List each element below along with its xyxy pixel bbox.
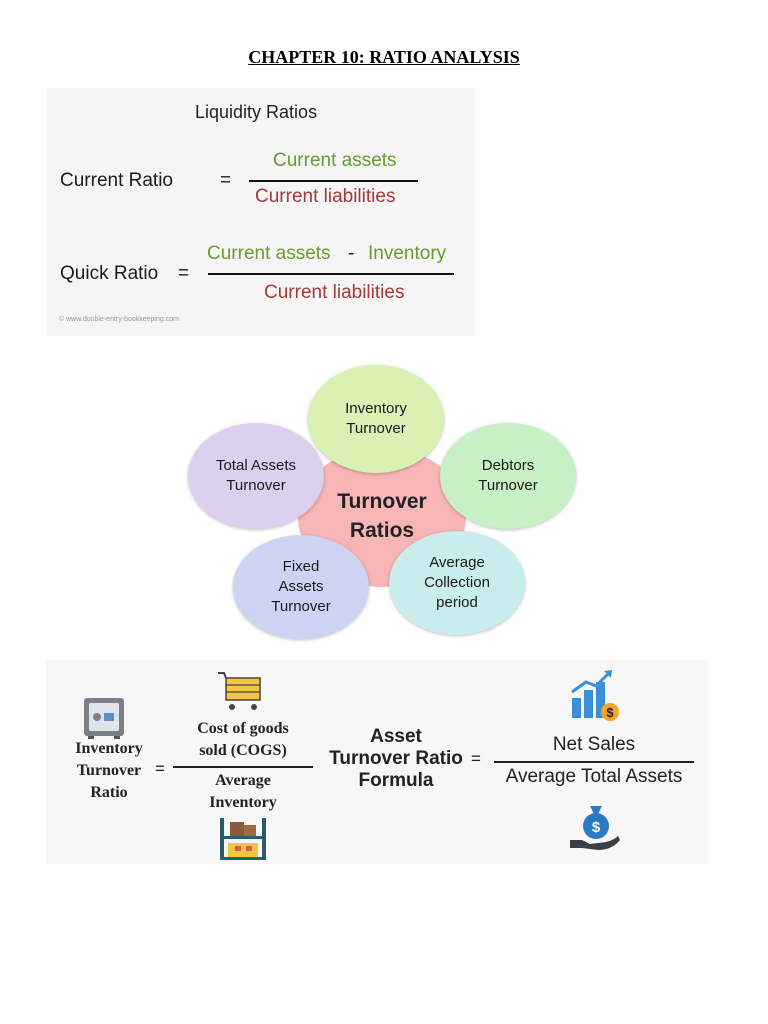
quick-ratio-denominator: Current liabilities bbox=[264, 282, 405, 303]
inventory-turnover-denominator: Average Inventory bbox=[209, 772, 277, 811]
quick-ratio-fraction-bar bbox=[208, 273, 454, 275]
quick-ratio-minus: - bbox=[348, 243, 355, 264]
turnover-formulas-panel: Inventory Turnover Ratio = Cost of goods… bbox=[46, 660, 708, 864]
quick-ratio-equals: = bbox=[178, 263, 190, 284]
inventory-turnover-label: Inventory Turnover Ratio bbox=[75, 740, 143, 801]
page-title: CHAPTER 10: RATIO ANALYSIS bbox=[248, 47, 520, 67]
current-ratio-numerator: Current assets bbox=[273, 150, 397, 171]
quick-ratio-label: Quick Ratio bbox=[60, 263, 159, 284]
growth-chart-icon: $ bbox=[571, 670, 619, 721]
inventory-turnover-numerator: Cost of goods sold (COGS) bbox=[197, 720, 289, 759]
center-label: Turnover Ratios bbox=[337, 490, 427, 542]
asset-turnover-label: Asset Turnover Ratio Formula bbox=[329, 726, 463, 791]
image-credit: © www.double-entry-bookkeeping.com bbox=[59, 316, 179, 323]
current-ratio-denominator: Current liabilities bbox=[255, 186, 396, 207]
current-ratio-equals: = bbox=[220, 170, 232, 191]
asset-turnover-numerator: Net Sales bbox=[552, 734, 636, 755]
inventory-turnover-equals: = bbox=[155, 759, 165, 778]
liquidity-ratios-panel: Liquidity Ratios Current Ratio = Current… bbox=[47, 88, 475, 336]
asset-turnover-fraction-bar bbox=[494, 761, 694, 763]
asset-turnover-denominator: Average Total Assets bbox=[505, 766, 683, 787]
current-ratio-fraction-bar bbox=[249, 180, 418, 182]
asset-turnover-equals: = bbox=[471, 749, 481, 768]
shopping-cart-icon bbox=[218, 672, 261, 710]
warehouse-shelf-icon bbox=[220, 818, 266, 860]
current-ratio-label: Current Ratio bbox=[60, 170, 173, 191]
svg-text:$: $ bbox=[592, 819, 601, 836]
quick-ratio-numerator-a: Current assets bbox=[207, 243, 331, 264]
svg-text:$: $ bbox=[606, 705, 614, 720]
inventory-turnover-fraction-bar bbox=[173, 766, 313, 768]
quick-ratio-numerator-b: Inventory bbox=[368, 243, 447, 264]
safe-icon bbox=[84, 698, 124, 739]
money-bag-hand-icon: $ bbox=[570, 806, 620, 850]
liquidity-heading: Liquidity Ratios bbox=[195, 102, 318, 122]
